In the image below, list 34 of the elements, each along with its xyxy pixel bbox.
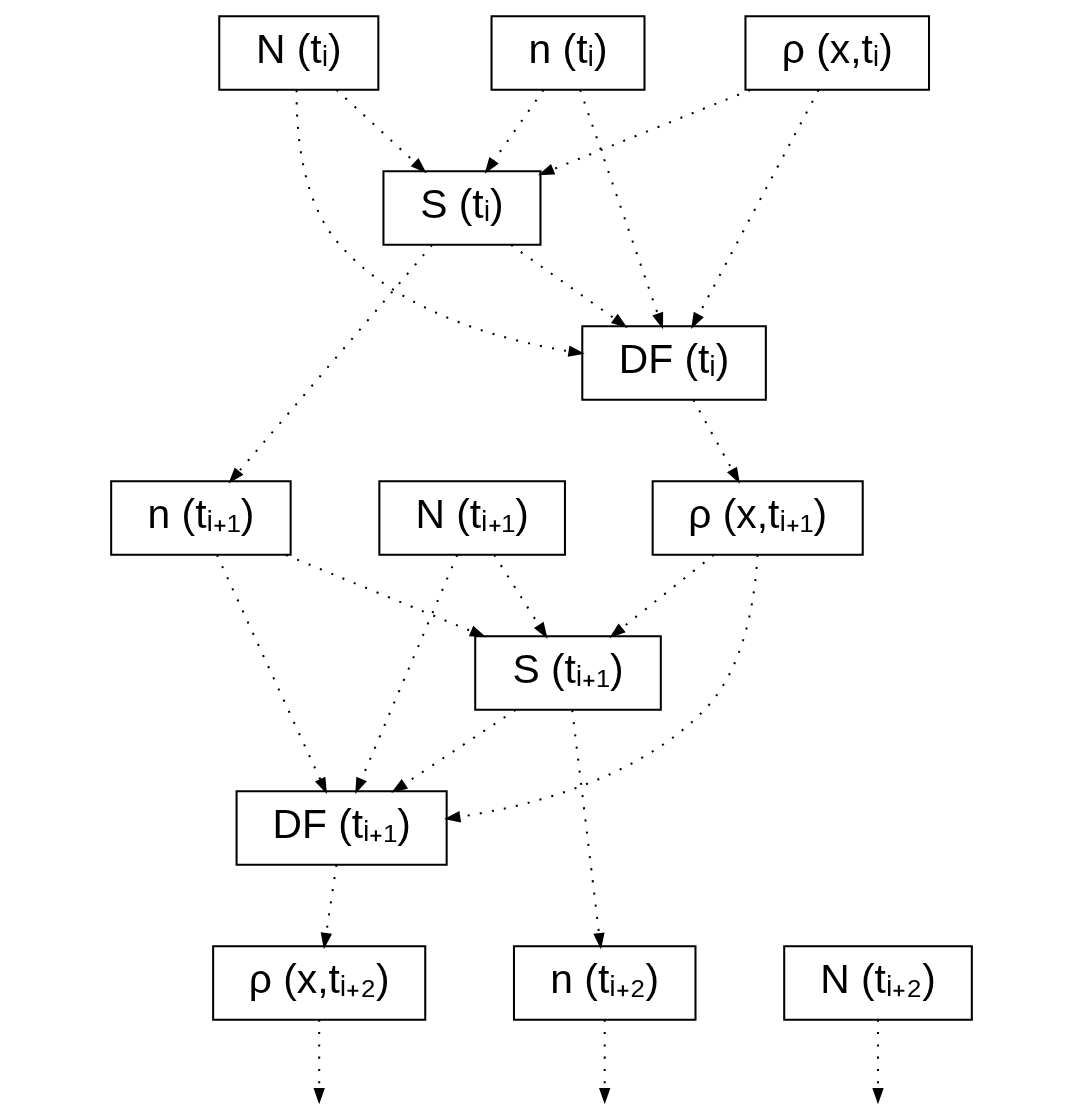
- node-box: n (tᵢ₊₁): [110, 480, 292, 556]
- node-box: S (tᵢ₊₁): [474, 635, 662, 711]
- arrow: [538, 89, 751, 176]
- arrow: [228, 244, 433, 484]
- arrow: [391, 709, 517, 793]
- node-box: n (tᵢ): [490, 15, 646, 91]
- node-box: n (tᵢ₊₂): [512, 945, 697, 1021]
- arrow: [335, 89, 427, 174]
- arrow: [355, 554, 459, 795]
- node-box: ρ (x,tᵢ): [744, 15, 931, 91]
- node-box: N (tᵢ₊₂): [783, 945, 973, 1021]
- arrow: [691, 89, 820, 329]
- arrow: [313, 1019, 325, 1105]
- node-box: DF (tᵢ₊₁): [235, 790, 448, 866]
- arrow: [571, 710, 605, 950]
- node-box: ρ (x,tᵢ₊₂): [212, 945, 427, 1021]
- arrow: [872, 1019, 884, 1105]
- arrow: [320, 864, 338, 950]
- arrow: [285, 554, 487, 638]
- arrow: [579, 89, 664, 330]
- arrow: [484, 89, 545, 174]
- node-box: ρ (x,tᵢ₊₁): [651, 480, 864, 556]
- node-box: N (tᵢ): [218, 15, 380, 91]
- arrow: [216, 554, 327, 795]
- node-box: S (tᵢ): [382, 170, 542, 246]
- arrow: [609, 554, 715, 639]
- node-box: DF (tᵢ): [581, 325, 767, 401]
- arrow: [692, 399, 740, 484]
- arrow: [444, 554, 759, 823]
- arrow: [510, 244, 628, 328]
- arrow: [493, 554, 548, 639]
- node-box: N (tᵢ₊₁): [378, 480, 566, 556]
- arrow: [599, 1019, 611, 1105]
- arrow: [295, 90, 585, 357]
